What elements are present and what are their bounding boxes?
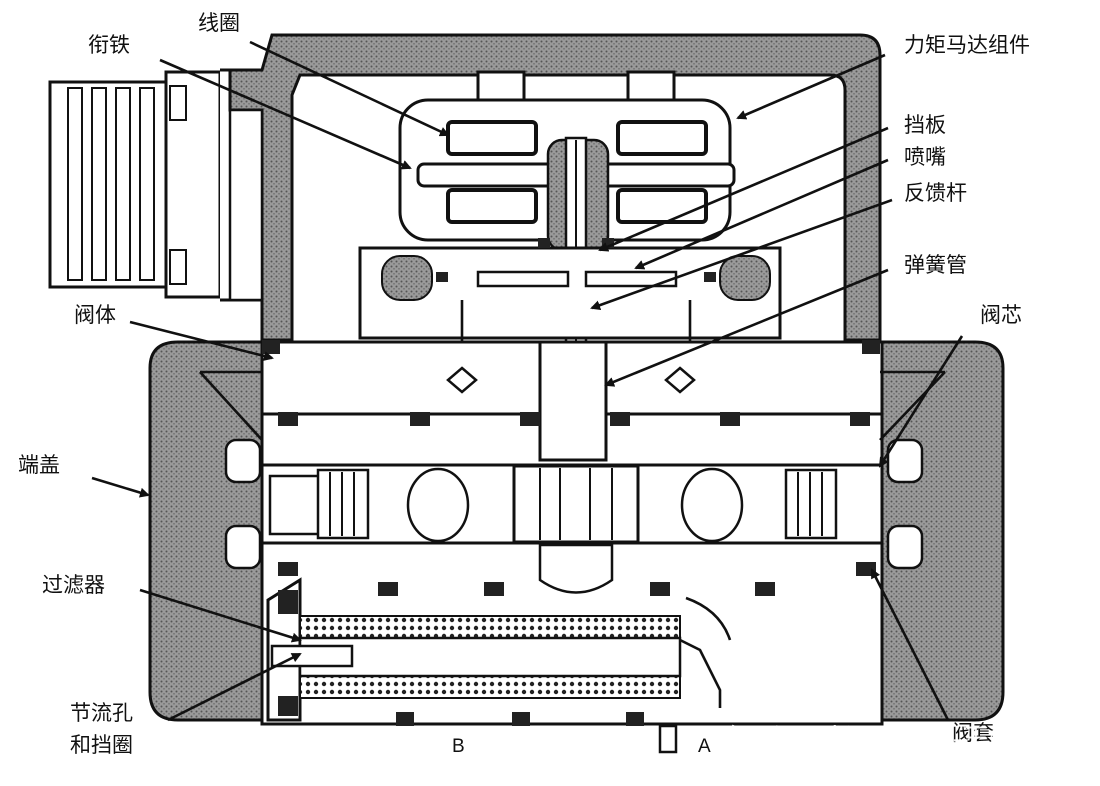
- label-end-cap: 端盖: [18, 453, 60, 477]
- label-spool: 阀芯: [980, 303, 1022, 327]
- watermark: 知乎 @武汉嘉仕德-王灿: [728, 724, 1016, 755]
- label-nozzle: 喷嘴: [904, 145, 946, 169]
- label-orifice-line1: 节流孔: [70, 701, 133, 725]
- label-feedback-rod: 反馈杆: [904, 181, 967, 205]
- label-flapper: 挡板: [904, 113, 946, 137]
- label-spring-tube: 弹簧管: [904, 253, 967, 277]
- port-b-label: B: [452, 736, 465, 757]
- label-orifice-line2: 和挡圈: [70, 733, 133, 757]
- nozzle-block: [358, 238, 782, 380]
- label-filter: 过滤器: [42, 573, 105, 597]
- leader-lines: [91, 40, 964, 722]
- torque-motor-housing: [228, 33, 882, 342]
- label-torque-motor: 力矩马达组件: [904, 33, 1030, 57]
- spool: [224, 438, 924, 594]
- electrical-connector: [48, 68, 270, 302]
- label-valve-body: 阀体: [74, 303, 116, 327]
- label-armature: 衔铁: [88, 33, 130, 57]
- label-coil: 线圈: [198, 11, 240, 35]
- label-seal-ring: 阀套: [952, 721, 994, 745]
- filter-assembly: [266, 577, 732, 754]
- torque-motor: [398, 70, 736, 470]
- port-a-label: A: [698, 736, 711, 757]
